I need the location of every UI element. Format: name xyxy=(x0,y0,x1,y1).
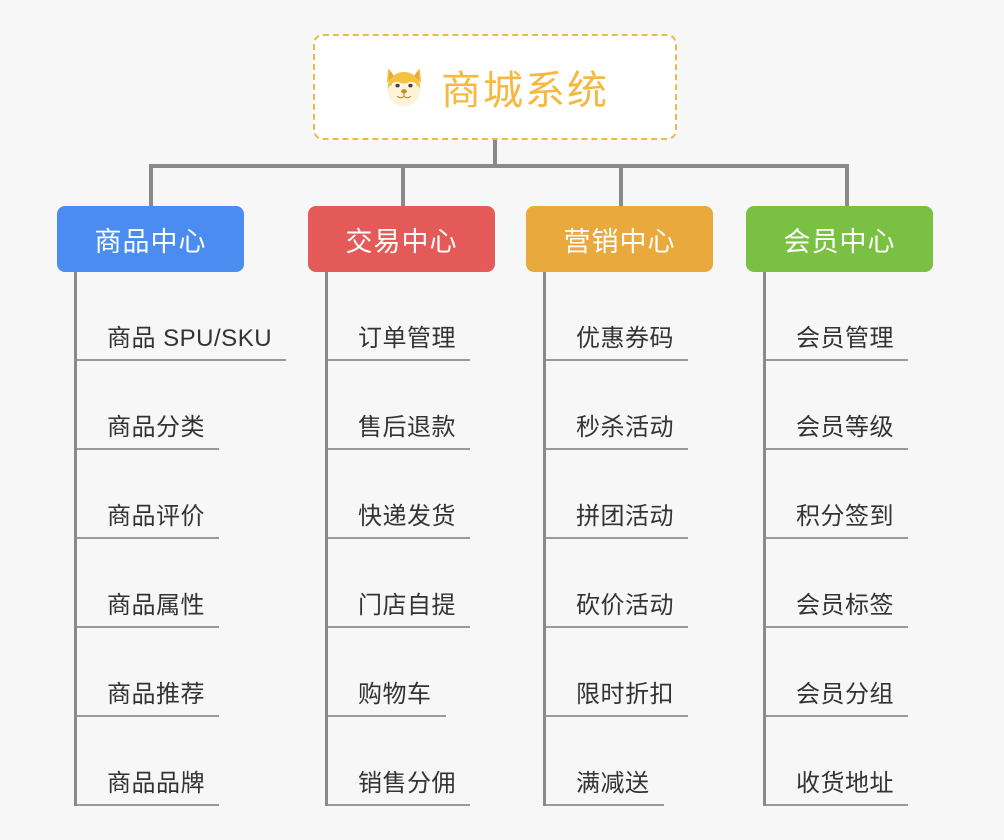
list-item-label: 购物车 xyxy=(358,681,432,708)
list-item-label: 积分签到 xyxy=(796,503,894,530)
branch-column-2: 交易中心 订单管理 售后退款 快递发货 门店自提 购物车 销售分佣 xyxy=(308,206,528,806)
list-item-label: 商品评价 xyxy=(107,503,205,530)
list-item[interactable]: 拼团活动 xyxy=(546,450,746,539)
list-item[interactable]: 订单管理 xyxy=(328,272,528,361)
list-item[interactable]: 商品分类 xyxy=(77,361,277,450)
list-item[interactable]: 商品属性 xyxy=(77,539,277,628)
subitem-list-3: 优惠券码 秒杀活动 拼团活动 砍价活动 限时折扣 满减送 xyxy=(543,272,746,806)
subitem-list-1: 商品 SPU/SKU 商品分类 商品评价 商品属性 商品推荐 商品品牌 xyxy=(74,272,287,806)
category-label-3: 营销中心 xyxy=(563,226,676,257)
list-item-label: 销售分佣 xyxy=(358,770,456,797)
list-item-label: 满减送 xyxy=(576,770,650,797)
list-item-label: 售后退款 xyxy=(358,414,456,441)
list-item[interactable]: 满减送 xyxy=(546,717,746,806)
connector-horizontal-bus xyxy=(149,164,849,168)
root-title: 商城系统 xyxy=(441,69,609,113)
connector-drop-3 xyxy=(619,164,623,206)
list-item-label: 会员等级 xyxy=(796,414,894,441)
list-item[interactable]: 会员等级 xyxy=(766,361,966,450)
connector-root-stem xyxy=(493,140,497,167)
list-item-label: 商品 SPU/SKU xyxy=(107,325,273,352)
list-item-label: 门店自提 xyxy=(358,592,456,619)
list-item-label: 商品分类 xyxy=(107,414,205,441)
category-label-1: 商品中心 xyxy=(94,226,207,257)
list-item[interactable]: 商品品牌 xyxy=(77,717,277,806)
root-node[interactable]: 商城系统 xyxy=(313,34,677,140)
list-item[interactable]: 会员管理 xyxy=(766,272,966,361)
list-item[interactable]: 购物车 xyxy=(328,628,528,717)
list-item-label: 秒杀活动 xyxy=(576,414,674,441)
category-node-3[interactable]: 营销中心 xyxy=(526,206,713,272)
list-item-label: 订单管理 xyxy=(358,325,456,352)
list-item-label: 快递发货 xyxy=(358,503,456,530)
category-node-4[interactable]: 会员中心 xyxy=(746,206,933,272)
list-item[interactable]: 商品推荐 xyxy=(77,628,277,717)
list-item-label: 会员分组 xyxy=(796,681,894,708)
category-node-2[interactable]: 交易中心 xyxy=(308,206,495,272)
list-item[interactable]: 商品 SPU/SKU xyxy=(77,272,287,361)
list-item-label: 优惠券码 xyxy=(576,325,674,352)
connector-drop-1 xyxy=(149,164,153,206)
category-node-1[interactable]: 商品中心 xyxy=(57,206,244,272)
list-item-label: 商品品牌 xyxy=(107,770,205,797)
subitem-list-2: 订单管理 售后退款 快递发货 门店自提 购物车 销售分佣 xyxy=(325,272,528,806)
list-item[interactable]: 售后退款 xyxy=(328,361,528,450)
list-item[interactable]: 积分签到 xyxy=(766,450,966,539)
list-item[interactable]: 限时折扣 xyxy=(546,628,746,717)
connector-drop-2 xyxy=(401,164,405,206)
list-item-label: 砍价活动 xyxy=(576,592,674,619)
list-item-label: 会员标签 xyxy=(796,592,894,619)
list-item-label: 商品推荐 xyxy=(107,681,205,708)
list-item-label: 会员管理 xyxy=(796,325,894,352)
branch-column-1: 商品中心 商品 SPU/SKU 商品分类 商品评价 商品属性 商品推荐 商品品牌 xyxy=(57,206,287,806)
list-item[interactable]: 砍价活动 xyxy=(546,539,746,628)
list-item[interactable]: 会员分组 xyxy=(766,628,966,717)
branch-column-4: 会员中心 会员管理 会员等级 积分签到 会员标签 会员分组 收货地址 xyxy=(746,206,966,806)
list-item-label: 限时折扣 xyxy=(576,681,674,708)
subitem-list-4: 会员管理 会员等级 积分签到 会员标签 会员分组 收货地址 xyxy=(763,272,966,806)
connector-drop-4 xyxy=(845,164,849,206)
list-item-label: 商品属性 xyxy=(107,592,205,619)
list-item-label: 拼团活动 xyxy=(576,503,674,530)
category-label-2: 交易中心 xyxy=(345,226,458,257)
list-item[interactable]: 收货地址 xyxy=(766,717,966,806)
list-item-label: 收货地址 xyxy=(796,770,894,797)
list-item[interactable]: 销售分佣 xyxy=(328,717,528,806)
list-item[interactable]: 会员标签 xyxy=(766,539,966,628)
shiba-dog-face-icon xyxy=(381,64,427,110)
branch-column-3: 营销中心 优惠券码 秒杀活动 拼团活动 砍价活动 限时折扣 满减送 xyxy=(526,206,746,806)
list-item[interactable]: 优惠券码 xyxy=(546,272,746,361)
list-item[interactable]: 门店自提 xyxy=(328,539,528,628)
list-item[interactable]: 快递发货 xyxy=(328,450,528,539)
list-item[interactable]: 秒杀活动 xyxy=(546,361,746,450)
category-label-4: 会员中心 xyxy=(783,226,896,257)
list-item[interactable]: 商品评价 xyxy=(77,450,277,539)
